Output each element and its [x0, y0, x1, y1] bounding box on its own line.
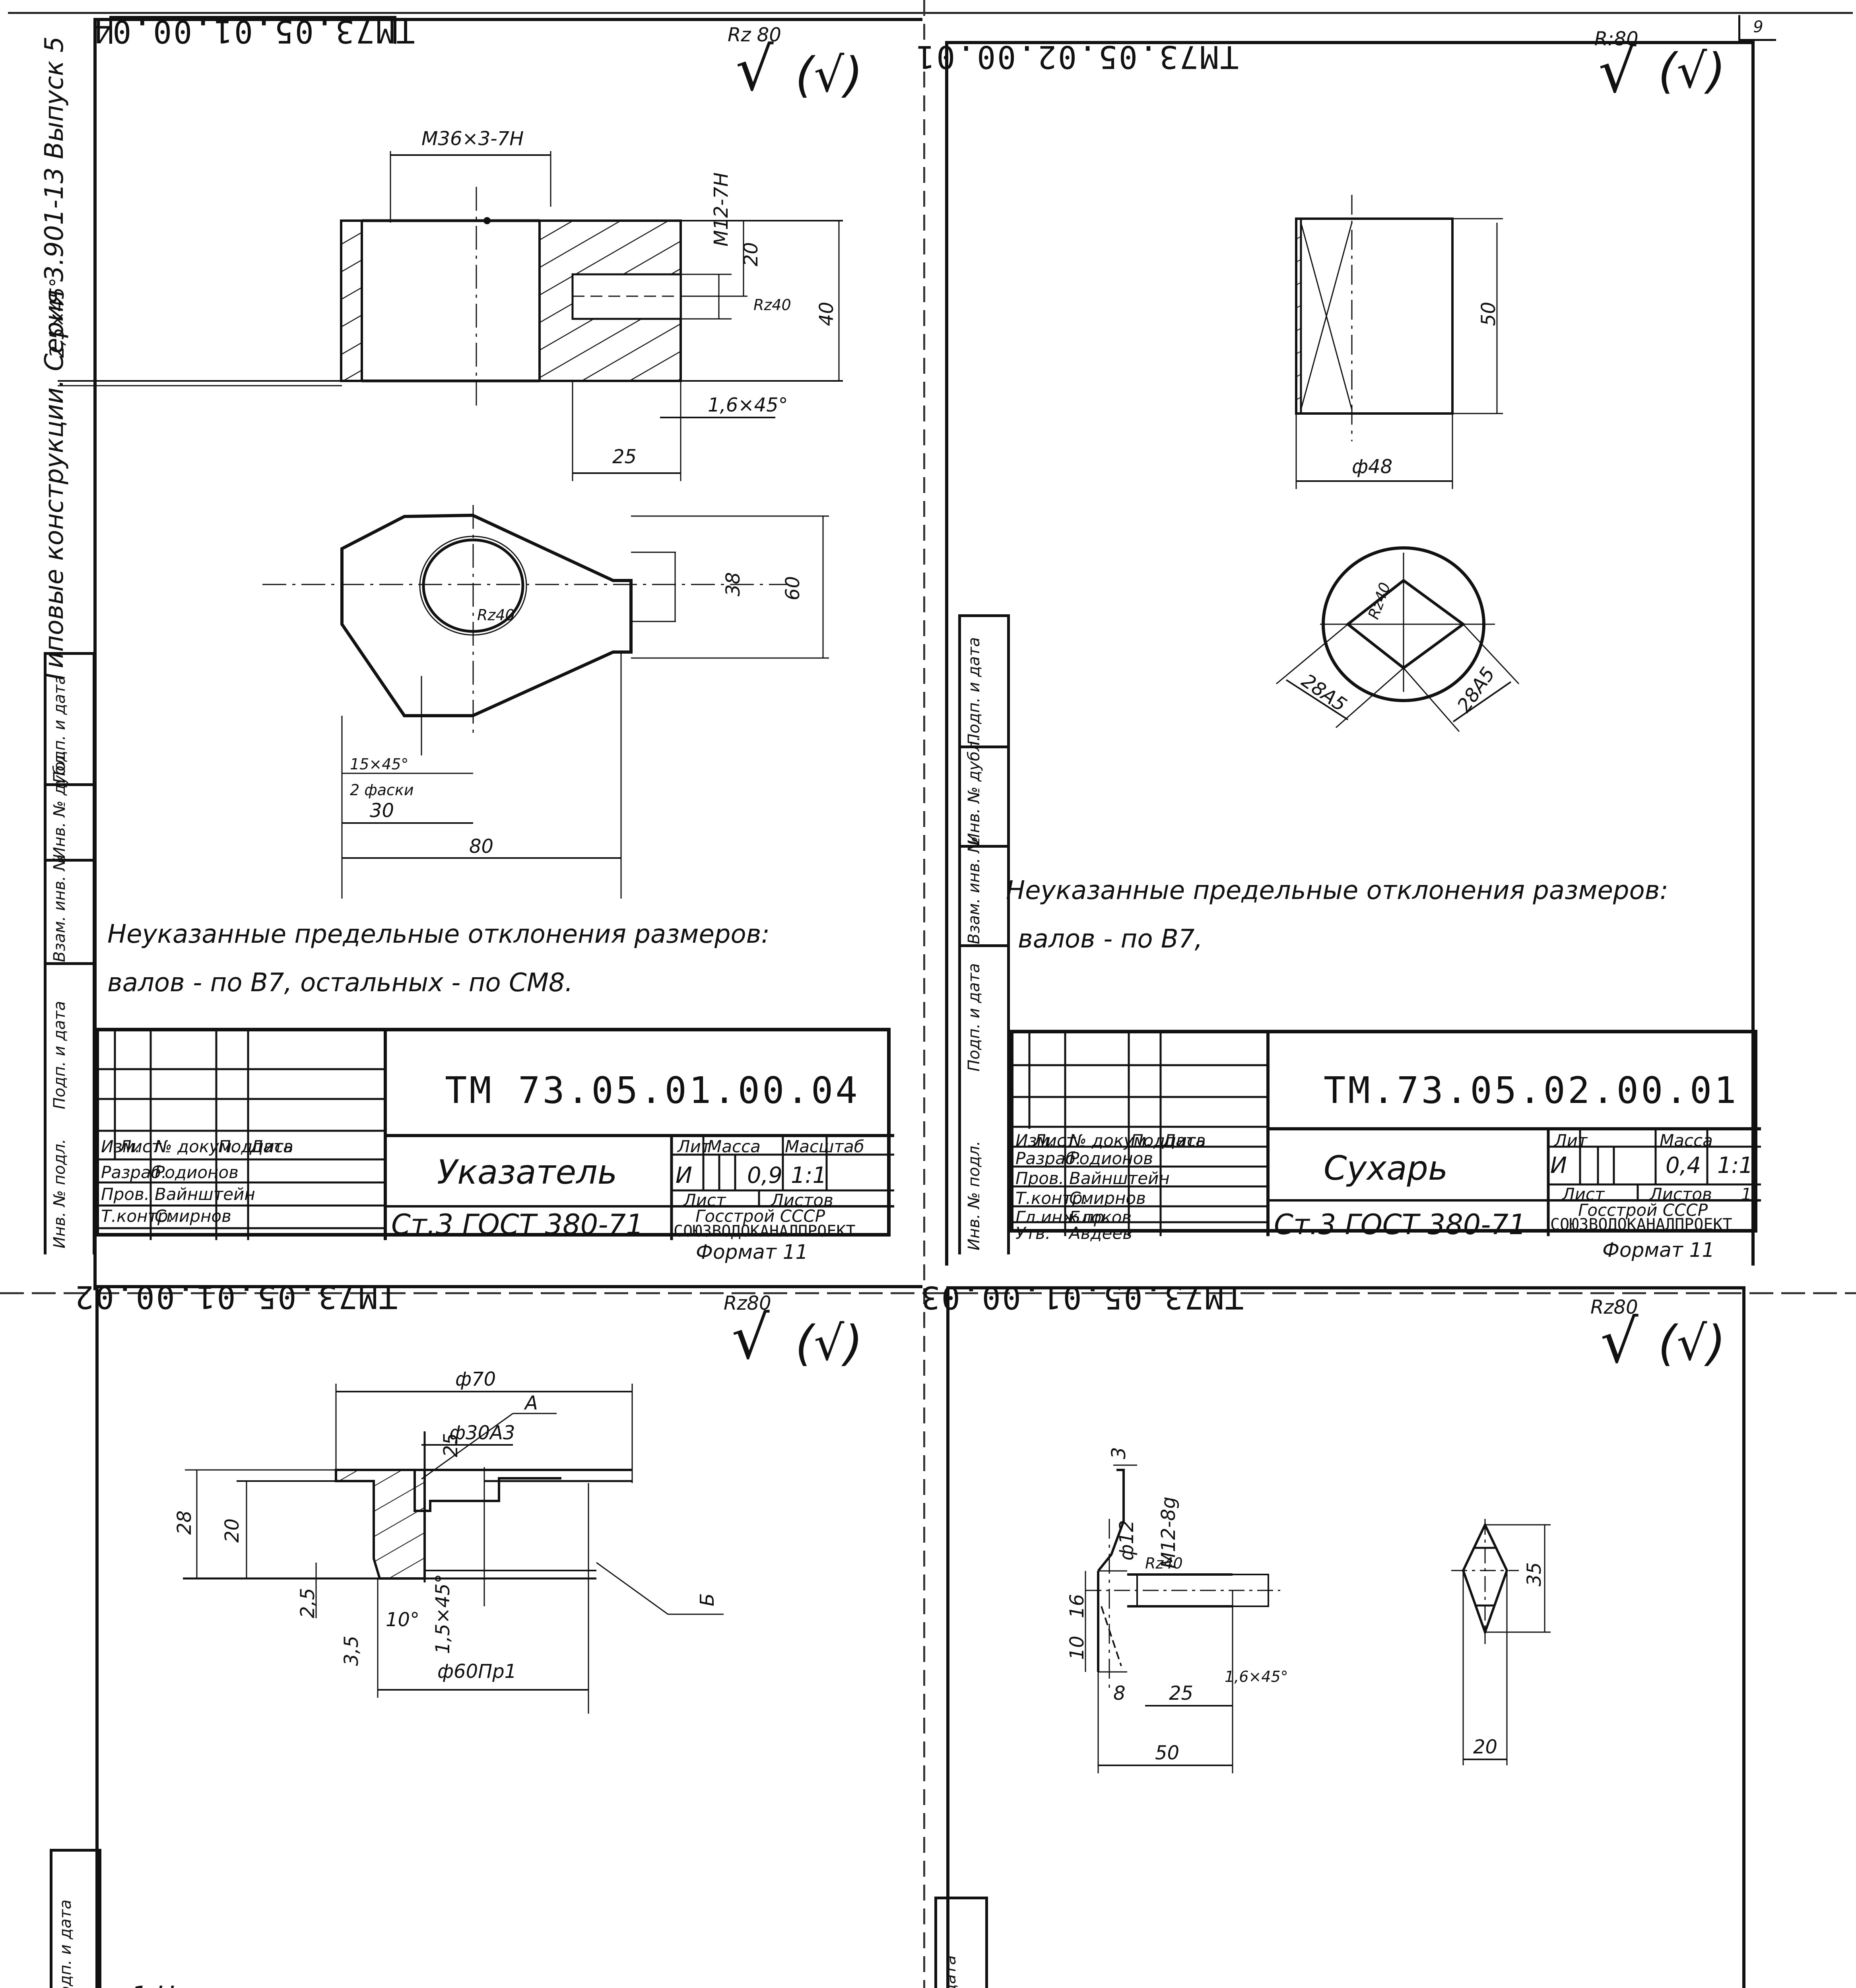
- format-label-d1: Формат 11: [696, 1241, 808, 1264]
- center-horizontal-divider: [0, 1292, 1856, 1294]
- drawing-strelka: 3 ф12 М12-8g Rz40 16 10 8 25 1,6×45° 50 …: [1066, 1447, 1551, 1773]
- roughness-d4: Rz80 √ (√): [1590, 1296, 1726, 1376]
- svg-text:3: 3: [1108, 1447, 1130, 1459]
- svg-text:1,5×45°: 1,5×45°: [432, 1574, 454, 1654]
- svg-text:М12-8g: М12-8g: [1157, 1497, 1180, 1569]
- svg-text:38: 38: [722, 572, 744, 596]
- svg-text:50: 50: [1477, 302, 1500, 326]
- roughness-d3: Rz80 √ (√): [724, 1292, 863, 1373]
- svg-text:35: 35: [1523, 1562, 1545, 1586]
- svg-text:2,5: 2,5: [297, 1588, 319, 1618]
- svg-text:ф60Пр1: ф60Пр1: [437, 1660, 516, 1683]
- sheet1-top-border: [95, 18, 922, 21]
- sheet-vtulka: [95, 1285, 922, 1988]
- svg-text:Б: Б: [696, 1593, 718, 1606]
- drawing-vtulka: ф70 ф30А3 25 А 28 20 Б 2,5 10° 1,5×45° 3…: [173, 1368, 724, 1714]
- svg-text:1,6×45°: 1,6×45°: [708, 394, 788, 416]
- svg-text:ф70: ф70: [455, 1368, 496, 1390]
- svg-text:10: 10: [1066, 1636, 1088, 1660]
- check-icon: √: [1600, 1307, 1639, 1376]
- roughness-paren-icon: (√): [1658, 44, 1726, 99]
- page-number-box: 9: [1738, 15, 1776, 41]
- center-vertical-divider: [923, 0, 925, 1988]
- notes-d3: 1 Неуказанные предельные отклонения разм…: [131, 1972, 886, 1988]
- svg-text:Rz40: Rz40: [477, 606, 515, 624]
- svg-text:1,6×45°: 1,6×45°: [1225, 1668, 1288, 1685]
- svg-text:ф12: ф12: [1116, 1520, 1138, 1561]
- svg-text:50: 50: [1155, 1742, 1179, 1764]
- svg-text:28A5: 28A5: [1297, 670, 1351, 716]
- svg-text:20: 20: [221, 1518, 243, 1543]
- svg-text:3,5: 3,5: [340, 1636, 363, 1666]
- svg-text:Rz40: Rz40: [753, 296, 791, 314]
- check-icon: √: [732, 1303, 770, 1373]
- svg-text:8: 8: [1113, 1682, 1126, 1705]
- roughness-d1: Rz 80 √ (√): [728, 24, 863, 104]
- svg-text:15×45°: 15×45°: [350, 755, 409, 773]
- roughness-paren-icon: (√): [795, 48, 863, 103]
- roughness-paren-icon: (√): [1658, 1316, 1726, 1371]
- svg-text:10°: 10°: [386, 1609, 419, 1631]
- title-block-d2: ТМ.73.05.02.00.01 Изм. Лист № докум. Под…: [1010, 1030, 1761, 1243]
- top-trim-line: [8, 12, 1853, 14]
- svg-text:25: 25: [612, 446, 637, 468]
- svg-text:М12-7Н: М12-7Н: [710, 173, 732, 247]
- svg-text:40: 40: [815, 302, 838, 326]
- notes-d2: Неуказанные предельные отклонения размер…: [1006, 876, 1668, 954]
- svg-text:М36×3-7Н: М36×3-7Н: [421, 128, 524, 150]
- format-label-d2: Формат 11: [1602, 1239, 1715, 1262]
- svg-text:Rz40: Rz40: [1145, 1555, 1183, 1572]
- drawing-ukazatel-section: М36×3-7Н М12-7Н 20 40 Rz40 2,5×45° 25 1,…: [46, 128, 843, 899]
- svg-text:2,5×45°: 2,5×45°: [46, 278, 68, 358]
- svg-text:20: 20: [1473, 1736, 1497, 1758]
- svg-text:25: 25: [1169, 1682, 1193, 1705]
- svg-text:30: 30: [370, 800, 394, 822]
- check-icon: √: [736, 35, 774, 104]
- svg-text:20: 20: [740, 242, 762, 266]
- check-icon: √: [1598, 37, 1637, 106]
- svg-text:2 фаски: 2 фаски: [350, 781, 414, 799]
- svg-text:28: 28: [173, 1510, 196, 1535]
- svg-text:28A5: 28A5: [1453, 663, 1499, 716]
- side-stamp-d1: Подп. и дата Инв. № дубл. Взам. инв. № П…: [44, 652, 95, 1254]
- drawing-sukhar: 50 ф48 28A5 28A5 Rz40: [1276, 195, 1520, 732]
- roughness-paren-icon: (√): [795, 1316, 863, 1371]
- svg-text:80: 80: [469, 835, 493, 858]
- side-stamp-d4: Подп. и дата Инв. № дубл. Взам. инв. № П…: [934, 1897, 988, 1988]
- title-block-d1: ТМ 73.05.01.00.04 Изм. Лист № докум. Под…: [95, 1028, 894, 1241]
- notes-d1: Неуказанные предельные отклонения размер…: [107, 920, 770, 998]
- svg-text:60: 60: [782, 576, 804, 600]
- side-stamp-d3: Подп. и дата Взам. инв. № Подп. и дата И…: [50, 1849, 101, 1988]
- svg-text:Rz40: Rz40: [1365, 580, 1394, 621]
- svg-text:16: 16: [1066, 1594, 1088, 1618]
- roughness-d2: R:80 √ (√): [1594, 28, 1726, 106]
- svg-text:ф30А3: ф30А3: [449, 1422, 515, 1444]
- side-stamp-d2: Подп. и дата Инв. № дубл. Взам. инв. № П…: [958, 614, 1010, 1254]
- svg-text:ф48: ф48: [1352, 456, 1392, 478]
- sheet-sukhar: [945, 41, 1755, 1266]
- svg-text:А: А: [524, 1392, 538, 1414]
- sheet-strelka: [946, 1286, 1745, 1988]
